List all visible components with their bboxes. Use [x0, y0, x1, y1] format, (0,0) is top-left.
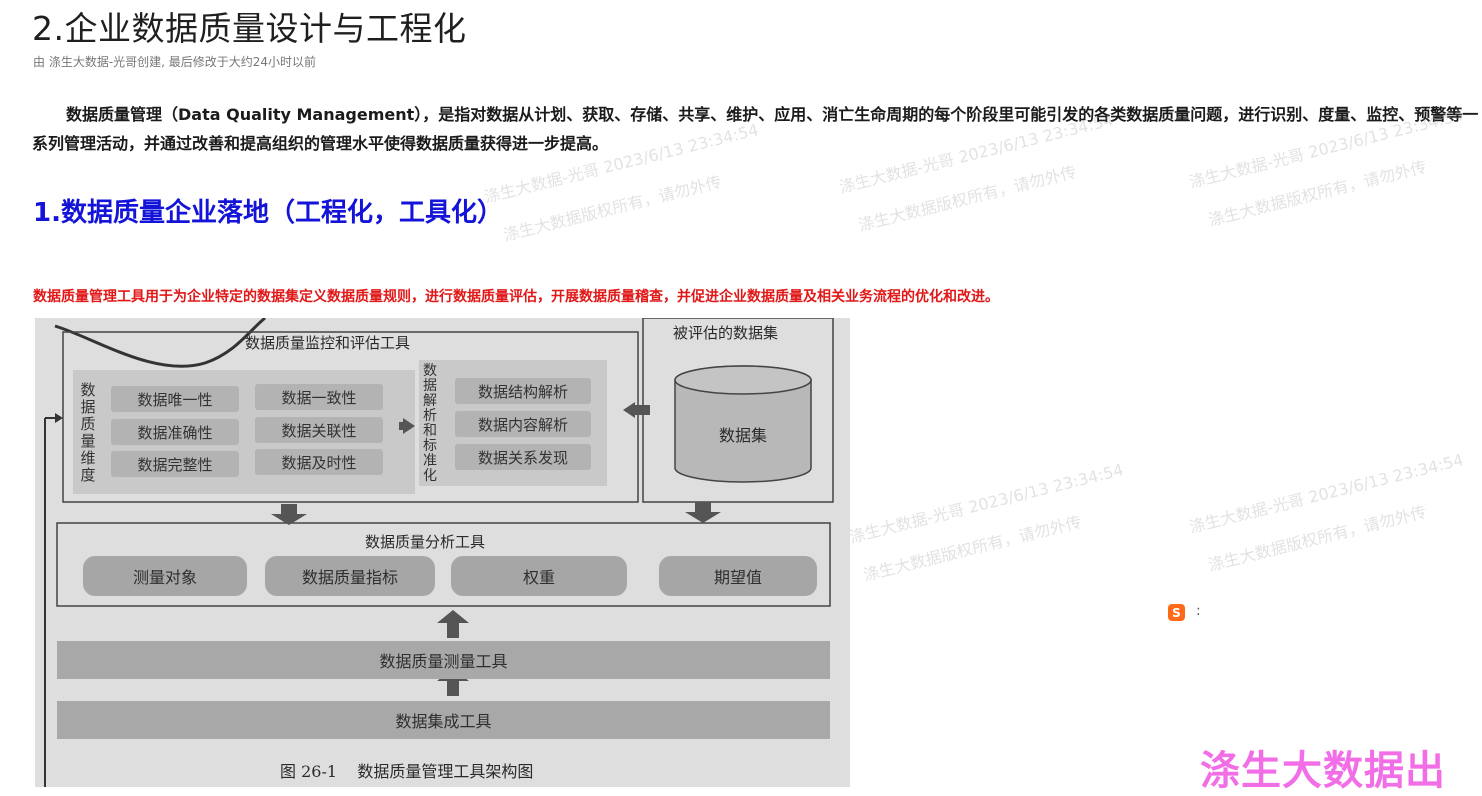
monitor-tool-title: 数据质量监控和评估工具 — [245, 334, 411, 352]
analysis-item: 权重 — [451, 556, 627, 596]
parse-label: 数据解析和标准化 — [423, 363, 437, 484]
brand-overlay-text: 涤生大数据出 — [1200, 748, 1446, 794]
watermark-text: 涤生大数据版权所有，请勿外传 — [861, 512, 1084, 585]
input-method-menu-icon[interactable]: : — [1196, 603, 1201, 619]
analysis-item: 期望值 — [659, 556, 817, 596]
dataset-label: 数据集 — [719, 426, 768, 445]
dimension-chip: 数据及时性 — [255, 449, 383, 475]
intro-paragraph: 数据质量管理（Data Quality Management），是指对数据从计划… — [32, 105, 1479, 153]
watermark-text: 涤生大数据版权所有，请勿外传 — [501, 172, 724, 245]
parse-chip: 数据关系发现 — [455, 444, 591, 470]
dimension-chip: 数据准确性 — [111, 419, 239, 445]
measure-tool-bar: 数据质量测量工具 — [57, 641, 830, 679]
figure-caption: 图 26-1 数据质量管理工具架构图 — [280, 762, 534, 781]
input-method-icon[interactable]: S — [1168, 604, 1185, 621]
architecture-figure: 数据质量监控和评估工具 被评估的数据集 数据质量维度 数据唯一性 数据准确性 数… — [35, 318, 850, 787]
watermark-text: 涤生大数据版权所有，请勿外传 — [1206, 157, 1429, 230]
watermark-text: 涤生大数据-光哥 2023/6/13 23:34:54 — [1187, 450, 1466, 537]
analysis-item: 测量对象 — [83, 556, 247, 596]
dimension-chip: 数据关联性 — [255, 417, 383, 443]
watermark-text: 涤生大数据-光哥 2023/6/13 23:34:54 — [847, 460, 1126, 547]
parse-chip: 数据结构解析 — [455, 378, 591, 404]
watermark-text: 涤生大数据版权所有，请勿外传 — [1206, 502, 1429, 575]
dimension-chip: 数据一致性 — [255, 384, 383, 410]
page-title: 2.企业数据质量设计与工程化 — [32, 9, 467, 48]
section-heading: 1.数据质量企业落地（工程化，工具化） — [33, 198, 503, 228]
page-meta: 由 涤生大数据-光哥创建, 最后修改于大约24小时以前 — [33, 55, 317, 69]
parse-chip: 数据内容解析 — [455, 411, 591, 437]
highlight-note: 数据质量管理工具用于为企业特定的数据集定义数据质量规则，进行数据质量评估，开展数… — [33, 289, 999, 305]
analysis-item: 数据质量指标 — [265, 556, 435, 596]
dimension-chip: 数据完整性 — [111, 451, 239, 477]
dataset-box-title: 被评估的数据集 — [673, 324, 779, 342]
dimension-chip: 数据唯一性 — [111, 386, 239, 412]
dimension-label: 数据质量维度 — [80, 381, 96, 484]
integration-tool-bar: 数据集成工具 — [57, 701, 830, 739]
analysis-tool-title: 数据质量分析工具 — [365, 533, 486, 551]
watermark-text: 涤生大数据版权所有，请勿外传 — [856, 162, 1079, 235]
